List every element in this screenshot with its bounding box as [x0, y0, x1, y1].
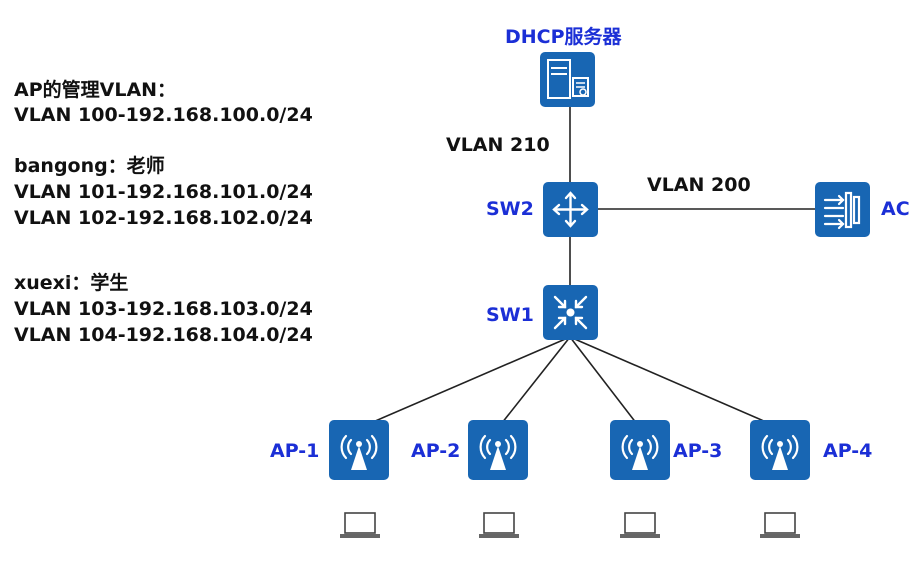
ap3-label: AP-3 — [673, 440, 723, 462]
link-sw1-ap3 — [569, 336, 641, 429]
ap-mgmt-vlan: VLAN 100-192.168.100.0/24 — [14, 104, 313, 126]
ap1-label: AP-1 — [270, 440, 320, 462]
ac-controller-icon[interactable] — [815, 182, 870, 237]
laptop-icon[interactable] — [758, 510, 802, 540]
xuexi-vlan-104: VLAN 104-192.168.104.0/24 — [14, 324, 313, 346]
vlan-200-label: VLAN 200 — [647, 174, 751, 196]
vlan-210-label: VLAN 210 — [446, 134, 550, 156]
link-sw1-ap2 — [497, 336, 571, 429]
ap4-icon[interactable] — [750, 420, 810, 480]
bangong-title: bangong：老师 — [14, 155, 165, 177]
ap1-icon[interactable] — [329, 420, 389, 480]
laptop-icon[interactable] — [338, 510, 382, 540]
sw2-label: SW2 — [486, 198, 534, 220]
ac-label: AC — [881, 198, 910, 220]
laptop-icon[interactable] — [618, 510, 662, 540]
dhcp-server-label: DHCP服务器 — [505, 26, 622, 48]
xuexi-vlan-103: VLAN 103-192.168.103.0/24 — [14, 298, 313, 320]
sw2-router-icon[interactable] — [543, 182, 598, 237]
sw1-switch-icon[interactable] — [543, 285, 598, 340]
xuexi-title: xuexi：学生 — [14, 272, 129, 294]
ap-mgmt-title: AP的管理VLAN： — [14, 79, 177, 101]
ap2-label: AP-2 — [411, 440, 461, 462]
bangong-vlan-102: VLAN 102-192.168.102.0/24 — [14, 207, 313, 229]
bangong-vlan-101: VLAN 101-192.168.101.0/24 — [14, 181, 313, 203]
sw1-label: SW1 — [486, 304, 534, 326]
laptop-icon[interactable] — [477, 510, 521, 540]
dhcp-server-icon[interactable] — [540, 52, 595, 107]
link-sw1-ap1 — [358, 336, 571, 429]
ap4-label: AP-4 — [823, 440, 873, 462]
link-sw1-ap4 — [569, 336, 781, 429]
ap2-icon[interactable] — [468, 420, 528, 480]
ap3-icon[interactable] — [610, 420, 670, 480]
